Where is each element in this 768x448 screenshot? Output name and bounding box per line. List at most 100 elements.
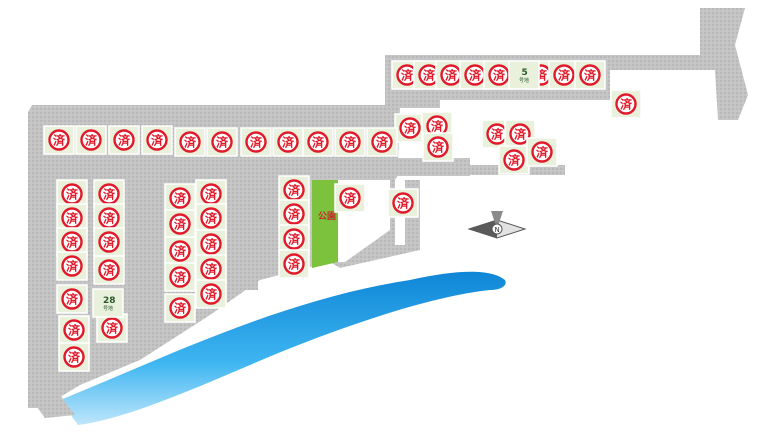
sold-label: 済 bbox=[312, 135, 325, 150]
sold-label: 済 bbox=[344, 135, 357, 150]
sold-label: 済 bbox=[493, 68, 506, 83]
park-label: 公園 bbox=[318, 211, 336, 222]
sold-label: 済 bbox=[344, 191, 357, 206]
lot-num-0 bbox=[508, 60, 540, 90]
sold-marker: 済 bbox=[48, 129, 70, 151]
sold-circle bbox=[553, 64, 575, 86]
sold-marker: 済 bbox=[615, 93, 637, 115]
sold-circle bbox=[169, 240, 191, 262]
sold-circle bbox=[101, 317, 123, 339]
sold-label: 済 bbox=[103, 211, 116, 226]
sold-marker: 済 bbox=[63, 346, 85, 368]
sold-circle bbox=[200, 283, 222, 305]
sold-label: 済 bbox=[66, 211, 79, 226]
sold-label: 済 bbox=[432, 140, 445, 155]
sold-circle bbox=[399, 117, 421, 139]
sold-circle bbox=[211, 131, 233, 153]
sold-label: 済 bbox=[469, 68, 482, 83]
sold-label: 済 bbox=[620, 97, 633, 112]
sold-circle bbox=[579, 64, 601, 86]
sold-label: 済 bbox=[184, 135, 197, 150]
sold-label: 済 bbox=[514, 127, 527, 142]
sold-marker: 済 bbox=[307, 131, 329, 153]
sold-marker: 済 bbox=[283, 253, 305, 275]
sold-circle bbox=[245, 131, 267, 153]
sold-label: 済 bbox=[151, 133, 164, 148]
sold-marker: 済 bbox=[169, 266, 191, 288]
sold-label: 済 bbox=[288, 257, 301, 272]
sold-label: 済 bbox=[103, 263, 116, 278]
sold-circle bbox=[48, 129, 70, 151]
sold-circle bbox=[200, 258, 222, 280]
sold-label: 済 bbox=[288, 232, 301, 247]
sold-label: 済 bbox=[205, 287, 218, 302]
sold-label: 済 bbox=[536, 145, 549, 160]
sold-marker: 済 bbox=[392, 192, 414, 214]
sold-circle bbox=[61, 288, 83, 310]
sold-marker: 済 bbox=[531, 141, 553, 163]
sold-circle bbox=[169, 187, 191, 209]
sold-circle bbox=[531, 141, 553, 163]
sold-marker: 済 bbox=[486, 123, 508, 145]
sold-circle bbox=[339, 187, 361, 209]
sold-label: 済 bbox=[205, 211, 218, 226]
sold-label: 済 bbox=[376, 135, 389, 150]
sold-circle bbox=[169, 213, 191, 235]
sold-marker: 済 bbox=[200, 233, 222, 255]
sold-label: 済 bbox=[508, 153, 521, 168]
sold-marker: 済 bbox=[113, 129, 135, 151]
sold-marker: 済 bbox=[61, 255, 83, 277]
sold-label: 済 bbox=[445, 68, 458, 83]
sold-marker: 済 bbox=[98, 207, 120, 229]
sold-circle bbox=[200, 207, 222, 229]
sold-marker: 済 bbox=[61, 183, 83, 205]
sold-circle bbox=[615, 93, 637, 115]
sold-label: 済 bbox=[66, 292, 79, 307]
park bbox=[312, 180, 338, 268]
sold-marker: 済 bbox=[200, 183, 222, 205]
sold-marker: 済 bbox=[427, 136, 449, 158]
sold-label: 済 bbox=[558, 68, 571, 83]
sold-marker: 済 bbox=[339, 187, 361, 209]
sold-label: 済 bbox=[174, 270, 187, 285]
sold-marker: 済 bbox=[200, 258, 222, 280]
sold-circle bbox=[169, 297, 191, 319]
lot-num-1 bbox=[92, 288, 124, 318]
sold-marker: 済 bbox=[339, 131, 361, 153]
sold-marker: 済 bbox=[509, 123, 531, 145]
sold-circle bbox=[98, 231, 120, 253]
sold-marker: 済 bbox=[283, 228, 305, 250]
sold-marker: 済 bbox=[488, 64, 510, 86]
sold-marker: 済 bbox=[399, 117, 421, 139]
sold-marker: 済 bbox=[426, 115, 448, 137]
sold-label: 済 bbox=[174, 191, 187, 206]
sold-label: 済 bbox=[423, 68, 436, 83]
svg-text:N: N bbox=[495, 226, 500, 234]
sold-circle bbox=[339, 131, 361, 153]
sold-marker: 済 bbox=[61, 231, 83, 253]
sold-marker: 済 bbox=[579, 64, 601, 86]
sold-label: 済 bbox=[106, 321, 119, 336]
sold-marker: 済 bbox=[283, 203, 305, 225]
river bbox=[60, 271, 506, 425]
sold-label: 済 bbox=[174, 217, 187, 232]
sold-label: 済 bbox=[205, 262, 218, 277]
sold-circle bbox=[283, 228, 305, 250]
sold-circle bbox=[179, 131, 201, 153]
sold-circle bbox=[63, 346, 85, 368]
sold-marker: 済 bbox=[63, 319, 85, 341]
sold-circle bbox=[113, 129, 135, 151]
sold-circle bbox=[503, 149, 525, 171]
sold-marker: 済 bbox=[396, 64, 418, 86]
sold-label: 済 bbox=[66, 259, 79, 274]
sold-circle bbox=[392, 192, 414, 214]
sold-label: 済 bbox=[401, 68, 414, 83]
lot-unit: 号地 bbox=[103, 305, 113, 312]
sold-marker: 済 bbox=[98, 259, 120, 281]
sold-marker: 済 bbox=[146, 129, 168, 151]
sold-marker: 済 bbox=[61, 288, 83, 310]
sold-circle bbox=[200, 233, 222, 255]
sold-marker: 済 bbox=[80, 129, 102, 151]
sold-label: 済 bbox=[68, 350, 81, 365]
